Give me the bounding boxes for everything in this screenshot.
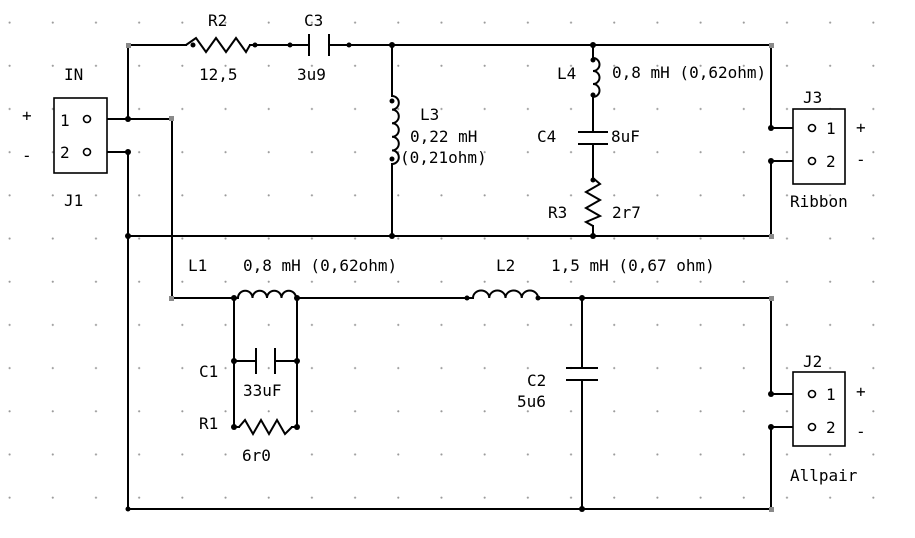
- c4-value-label: 8uF: [611, 127, 640, 146]
- r2-ref-label: R2: [208, 11, 227, 30]
- r3-value-label: 2r7: [612, 203, 641, 222]
- l4-value-label: 0,8 mH (0,62ohm): [612, 63, 766, 82]
- l1-ref-label: L1: [188, 256, 207, 275]
- c2-value-label: 5u6: [517, 392, 546, 411]
- connector-j3: [792, 108, 846, 185]
- j1-plus-label: +: [22, 106, 32, 125]
- l4-ref-label: L4: [557, 64, 576, 83]
- j3-pin1-label: 1: [826, 119, 836, 138]
- j2-pin1-label: 1: [826, 385, 836, 404]
- j2-minus-label: -: [856, 422, 866, 441]
- j1-pin1-label: 1: [60, 111, 70, 130]
- resistor-r1-symbol: [238, 417, 293, 437]
- j2-name-label: Allpair: [790, 466, 858, 485]
- j1-name-label: IN: [64, 65, 83, 84]
- l2-ref-label: L2: [496, 256, 515, 275]
- j3-name-label: Ribbon: [790, 192, 848, 211]
- l3-resistance-label: (0,21ohm): [400, 148, 487, 167]
- c1-value-label: 33uF: [243, 381, 282, 400]
- j2-ref-label: J2: [803, 352, 822, 371]
- l3-value-label: 0,22 mH: [410, 127, 477, 146]
- capacitor-c4-symbol: [578, 131, 608, 145]
- j3-plus-label: +: [856, 118, 866, 137]
- j3-pin2-label: 2: [826, 152, 836, 171]
- l2-value-label: 1,5 mH (0,67 ohm): [551, 256, 715, 275]
- j2-plus-label: +: [856, 382, 866, 401]
- r2-value-label: 12,5: [199, 65, 238, 84]
- inductor-l2-symbol: [472, 289, 539, 299]
- capacitor-c1-symbol: [255, 348, 276, 374]
- c3-ref-label: C3: [304, 11, 323, 30]
- capacitor-c2-symbol: [566, 367, 598, 381]
- c4-ref-label: C4: [537, 127, 556, 146]
- j1-pin2-label: 2: [60, 143, 70, 162]
- l1-value-label: 0,8 mH (0,62ohm): [243, 256, 397, 275]
- capacitor-c3-symbol: [308, 34, 330, 56]
- r1-ref-label: R1: [199, 414, 218, 433]
- inductor-l3-symbol: [391, 95, 400, 165]
- resistor-r3-symbol: [583, 177, 603, 227]
- l3-ref-label: L3: [420, 105, 439, 124]
- j3-minus-label: -: [856, 150, 866, 169]
- connector-j1: [53, 97, 108, 174]
- r3-ref-label: R3: [548, 203, 567, 222]
- connector-j2: [792, 371, 846, 447]
- j2-pin2-label: 2: [826, 418, 836, 437]
- j3-ref-label: J3: [803, 88, 822, 107]
- j1-minus-label: -: [22, 146, 32, 165]
- c1-ref-label: C1: [199, 362, 218, 381]
- inductor-l4-symbol: [592, 57, 601, 98]
- c3-value-label: 3u9: [297, 65, 326, 84]
- resistor-r2-symbol: [185, 36, 251, 54]
- inductor-l1-symbol: [237, 289, 297, 299]
- wires: [94, 44, 807, 510]
- junction-dots: [125, 42, 774, 512]
- c2-ref-label: C2: [527, 371, 546, 390]
- r1-value-label: 6r0: [242, 446, 271, 465]
- j1-ref-label: J1: [64, 191, 83, 210]
